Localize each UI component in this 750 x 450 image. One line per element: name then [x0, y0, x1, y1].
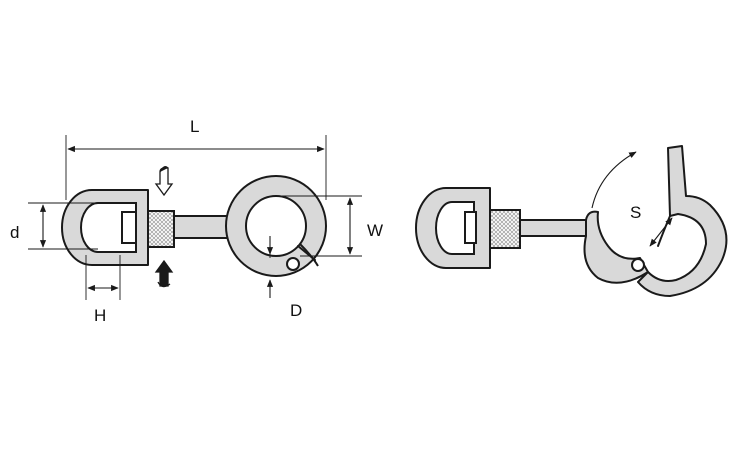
hook-gate: [637, 145, 728, 297]
label-H: H: [94, 306, 106, 325]
label-S: S: [630, 203, 641, 222]
gate-pin-right: [631, 258, 645, 272]
swivel-eye-right: [415, 187, 491, 269]
label-D: D: [290, 301, 302, 320]
swivel-eye: [61, 189, 149, 266]
dimension-H: H: [85, 255, 121, 325]
dimension-L: L: [65, 117, 327, 200]
knurled-barrel: [147, 210, 175, 248]
rotate-up-arrow-icon: [154, 259, 174, 288]
gate-pin: [286, 257, 300, 271]
dimension-S: S: [630, 203, 673, 247]
open-snap-hook: S: [415, 145, 728, 297]
label-W: W: [367, 221, 383, 240]
knurled-barrel-right: [489, 209, 521, 249]
hook-body: [583, 210, 649, 284]
hook-ring: [225, 175, 327, 277]
label-L: L: [190, 117, 199, 136]
shank-right: [519, 219, 591, 237]
dimension-W: W: [282, 195, 383, 257]
label-d: d: [10, 223, 19, 242]
dimension-D: D: [266, 236, 302, 320]
rotate-down-arrow-icon: [154, 166, 174, 197]
dimension-d: d: [10, 202, 98, 250]
opening-arc-arrow: [591, 151, 637, 209]
closed-snap-hook: L d H W D: [10, 117, 383, 325]
